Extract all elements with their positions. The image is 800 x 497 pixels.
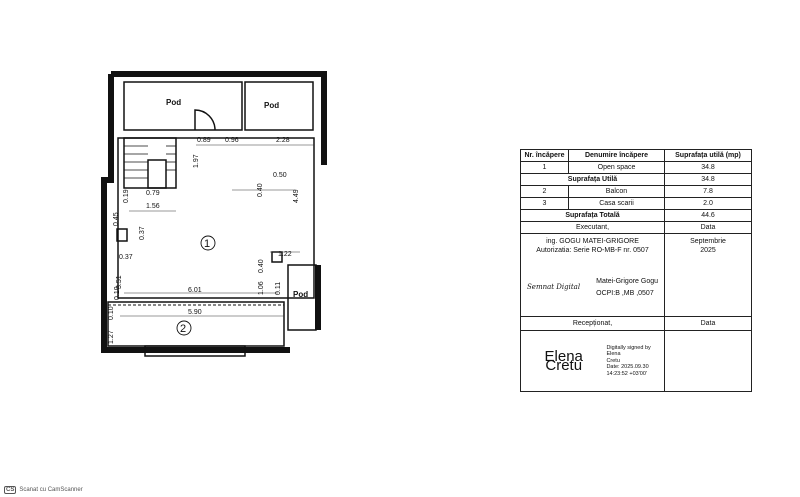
table-row: 1 Open space 34.8 xyxy=(520,161,752,174)
authorization: Autorizatia: Serie RO-MB-F nr. 0507 xyxy=(536,247,649,254)
executant-cell: ing. GOGU MATEI-GRIGORE Autorizatia: Ser… xyxy=(520,233,665,317)
room-label-pod-3: Pod xyxy=(293,290,308,299)
dimension-label: 1.06 xyxy=(258,281,265,295)
receiver-name: Elena Cretu xyxy=(544,348,583,374)
table-row: Suprafața Utilă 34.8 xyxy=(520,173,752,186)
data-label-2: Data xyxy=(664,316,752,331)
dimension-label: 0.10 xyxy=(108,306,115,320)
dimension-label: 0.40 xyxy=(258,259,265,273)
row-name: Balcon xyxy=(568,185,665,198)
room-number-2: 2 xyxy=(180,323,186,335)
row-name: Open space xyxy=(568,161,665,174)
dimension-label: 1.22 xyxy=(278,251,292,258)
table-row: 2 Balcon 7.8 xyxy=(520,185,752,198)
dimension-label: 0.89 xyxy=(197,137,211,144)
row-area: 34.8 xyxy=(664,161,752,174)
date-value: Septembrie 2025 xyxy=(690,238,726,254)
dimension-label: 2.28 xyxy=(276,137,290,144)
engineer-name: ing. GOGU MATEI-GRIGORE xyxy=(546,238,639,245)
dimension-label: 0.11 xyxy=(275,282,282,295)
dimension-label: 0.96 xyxy=(225,137,239,144)
dimension-label: 0.45 xyxy=(113,212,120,226)
dimension-label: 4.49 xyxy=(293,189,300,203)
dimension-label: 3.51 xyxy=(116,275,123,289)
executant-label: Executant, xyxy=(520,221,665,234)
dimension-label: 6.01 xyxy=(188,287,202,294)
dimension-label: 0.37 xyxy=(119,254,133,261)
row-nr: 3 xyxy=(520,197,569,210)
signer-ocpi: OCPI:B ,MB ,0507 xyxy=(596,290,654,297)
dimension-label: 5.90 xyxy=(188,309,202,316)
room-label-pod-2: Pod xyxy=(264,101,279,110)
area-table: Nr. încăpere Denumire încăpere Suprafața… xyxy=(520,149,752,392)
dimension-label: 0.40 xyxy=(257,183,264,197)
data-label: Data xyxy=(664,221,752,234)
header-suprafata: Suprafața utilă (mp) xyxy=(664,149,752,162)
dimension-label: 1.56 xyxy=(146,203,160,210)
dimension-label: 1.97 xyxy=(193,154,200,168)
row-area: 2.0 xyxy=(664,197,752,210)
table-row: 3 Casa scarii 2.0 xyxy=(520,197,752,210)
dimension-label: 1.27 xyxy=(108,330,115,344)
dimension-label: 0.19 xyxy=(123,189,130,203)
table-row: Suprafața Totală 44.6 xyxy=(520,209,752,222)
receiver-date-cell xyxy=(664,330,752,392)
date-cell: Septembrie 2025 xyxy=(664,233,752,317)
scanner-footer: CS Scanat cu CamScanner xyxy=(4,486,83,494)
subtotal-label: Suprafața Utilă xyxy=(520,173,665,186)
row-nr: 2 xyxy=(520,185,569,198)
signer-name: Matei-Grigore Gogu xyxy=(596,278,658,285)
header-nr: Nr. încăpere xyxy=(520,149,569,162)
subtotal-area: 34.8 xyxy=(664,173,752,186)
room-label-pod-1: Pod xyxy=(166,98,181,107)
row-nr: 1 xyxy=(520,161,569,174)
header-denumire: Denumire încăpere xyxy=(568,149,665,162)
receiver-cell: Elena Cretu Digitally signed by Elena Cr… xyxy=(520,330,665,392)
dimension-label: 0.37 xyxy=(139,226,146,240)
room-number-1: 1 xyxy=(204,238,210,250)
digital-signature: Digitally signed by Elena Cretu Date: 20… xyxy=(606,344,651,377)
row-area: 7.8 xyxy=(664,185,752,198)
dimension-label: 0.50 xyxy=(273,172,287,179)
camscanner-badge: CS xyxy=(4,486,17,494)
receptionat-label: Recepționat, xyxy=(520,316,665,331)
total-label: Suprafața Totală xyxy=(520,209,665,222)
total-area: 44.6 xyxy=(664,209,752,222)
dimension-label: 0.10 xyxy=(114,286,121,300)
handwritten-signature: Semnat Digital xyxy=(527,283,581,291)
dimension-label: 0.79 xyxy=(146,190,160,197)
camscanner-text: Scanat cu CamScanner xyxy=(19,487,83,493)
row-name: Casa scarii xyxy=(568,197,665,210)
